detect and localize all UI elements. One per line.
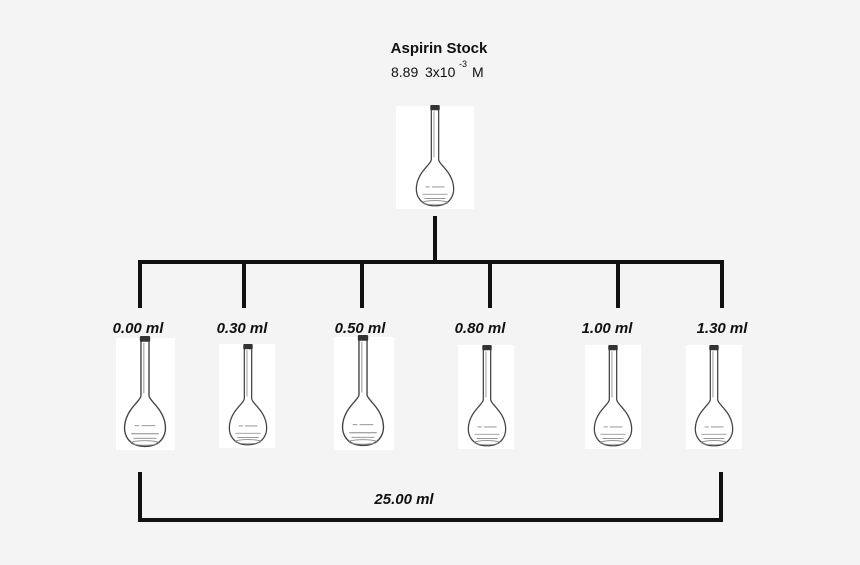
dilution-flask: 1.30 ml	[686, 320, 748, 449]
flask-volume-label: 0.80 ml	[455, 320, 507, 337]
dilution-flask: 0.80 ml	[455, 320, 514, 449]
stock-concentration-value: 8.89	[391, 64, 418, 80]
flask-volume-label: 0.50 ml	[335, 320, 387, 337]
stock-concentration: 8.89 3x10 -3 M	[391, 59, 484, 80]
stock-concentration-unit: M	[472, 64, 484, 80]
total-volume-bracket	[138, 472, 723, 522]
connector-tree	[138, 216, 724, 308]
flask-volume-label: 0.00 ml	[113, 320, 165, 337]
dilution-flask: 0.50 ml	[334, 320, 394, 450]
stock-flask	[396, 104, 474, 209]
dilution-flask: 1.00 ml	[582, 320, 641, 449]
stock-concentration-base: 3x10	[425, 64, 456, 80]
flask-volume-label: 0.30 ml	[217, 320, 269, 337]
dilution-flask: 0.30 ml	[217, 320, 275, 448]
total-volume-label: 25.00 ml	[373, 491, 434, 508]
stock-title: Aspirin Stock	[391, 40, 488, 57]
dilution-flask: 0.00 ml	[113, 320, 175, 450]
stock-concentration-exponent: -3	[459, 59, 467, 69]
flask-volume-label: 1.00 ml	[582, 320, 634, 337]
flask-volume-label: 1.30 ml	[697, 320, 749, 337]
